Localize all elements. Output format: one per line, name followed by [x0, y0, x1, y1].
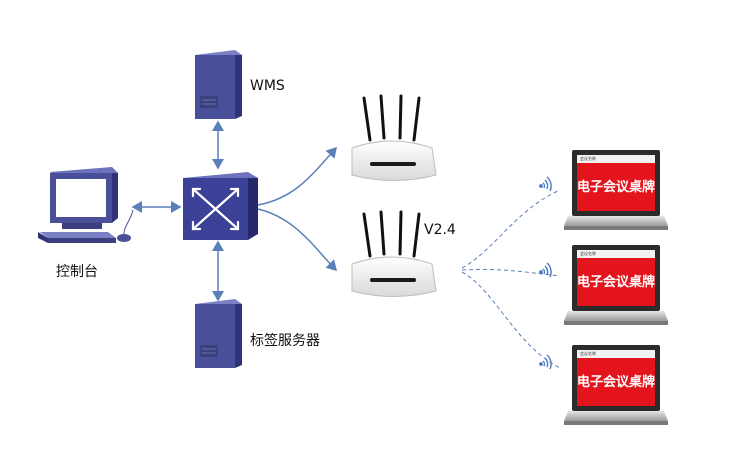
wifi-signal-icon	[539, 354, 552, 370]
sign-header: 会议名称	[580, 350, 596, 356]
tag-server	[195, 299, 242, 368]
console-computer-icon	[38, 167, 134, 243]
table-sign-1: 会议名称 电子会议桌牌	[564, 150, 668, 230]
sign-title: 电子会议桌牌	[577, 274, 655, 290]
wireless-link-2	[461, 268, 561, 277]
sign-title: 电子会议桌牌	[577, 179, 655, 195]
wifi-signal-icon	[539, 262, 552, 278]
table-sign-2: 会议名称 电子会议桌牌	[564, 245, 668, 325]
wms-label: WMS	[250, 78, 285, 94]
table-sign-3: 会议名称 电子会议桌牌	[564, 345, 668, 425]
link-switch-router-1	[257, 146, 337, 206]
wifi-signal-icon	[539, 176, 552, 192]
wireless-router-icon	[351, 210, 437, 297]
sign-title: 电子会议桌牌	[577, 374, 655, 390]
console-label: 控制台	[56, 264, 98, 280]
sign-header: 会议名称	[580, 250, 596, 256]
sign-header: 会议名称	[580, 155, 596, 161]
wireless-router-icon	[351, 94, 437, 181]
tag-server-label: 标签服务器	[250, 332, 320, 349]
wireless-link-1	[461, 189, 561, 269]
wms-server	[195, 50, 242, 119]
switch-icon	[183, 172, 258, 240]
link-switch-router-2	[257, 208, 338, 272]
router-version-label: V2.4	[424, 222, 456, 238]
wireless-link-3	[461, 271, 561, 369]
